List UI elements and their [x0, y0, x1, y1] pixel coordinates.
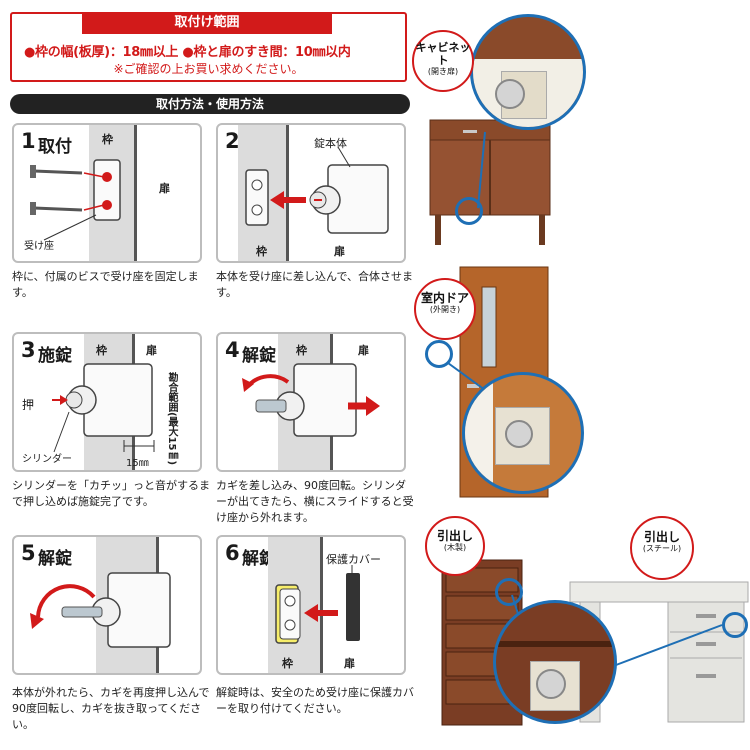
step-6-illustration: [275, 565, 360, 644]
lock-body-label: 錠本体: [314, 137, 347, 150]
protective-cover-label: 保護カバー: [326, 553, 381, 566]
steel-drawer-marker: [722, 612, 748, 638]
mounting-range-spec: ●枠の幅(板厚)：18㎜以上 ●枠と扉のすき間：10㎜以内: [24, 45, 351, 60]
use-type-label: 室内ドア: [420, 291, 469, 305]
step-title: 解錠: [242, 346, 276, 366]
step-1-description: 枠に、付属のビスで受け座を固定します。: [12, 270, 199, 299]
door-lock-marker: [425, 340, 453, 368]
push-label: 押: [22, 398, 35, 412]
frame-label: 枠: [102, 133, 113, 146]
use-subtype-label: (開き扉): [427, 67, 459, 76]
step-1-illustration: [30, 159, 121, 241]
door-label: 扉: [159, 182, 170, 195]
step-title: 解錠: [38, 549, 72, 569]
steel-drawer-use-badge: 引出し (スチール): [630, 516, 694, 580]
frame-label: 枠: [256, 245, 267, 258]
step-title: 施錠: [38, 346, 72, 366]
cabinet-use-badge: キャビネット (開き扉): [412, 30, 474, 92]
frame-gap: [320, 537, 323, 673]
cylinder-label: シリンダー: [22, 454, 72, 465]
door-label: 扉: [146, 344, 157, 357]
frame-label: 枠: [282, 657, 293, 670]
step-1-panel: 1 取付 枠 扉 受け座: [12, 123, 202, 263]
step-number: 1: [21, 129, 36, 153]
drawer-zoom-view: [493, 600, 617, 724]
engagement-range-label: 勘合範囲(最大15㎜): [166, 372, 177, 466]
cabinet-zoom-view: [470, 14, 586, 130]
use-subtype-label: (木製): [443, 543, 467, 552]
step-number: 3: [21, 338, 36, 362]
method-section-header: 取付方法・使用方法: [10, 94, 410, 114]
step-6-description: 解錠時は、安全のため受け座に保護カバーを取り付けてください。: [216, 686, 414, 715]
step-3-description: シリンダーを「カチッ」っと音がするまで押し込めば施錠完了です。: [12, 479, 210, 508]
step-5-illustration: [30, 572, 171, 648]
step-2-description: 本体を受け座に差し込んで、合体させます。: [216, 270, 414, 299]
door-label: 扉: [358, 344, 369, 357]
step-6-panel: 6 解錠時 保護カバー 枠 扉: [216, 535, 406, 675]
step-3-illustration: [52, 363, 155, 453]
door-zoom-view: [462, 372, 584, 494]
use-subtype-label: (スチール): [642, 544, 682, 553]
cabinet-lock-marker: [455, 197, 483, 225]
frame-gap: [286, 125, 289, 261]
use-subtype-label: (外開き): [429, 305, 461, 314]
step-number: 5: [21, 541, 36, 565]
measurement-label: 15㎜: [126, 458, 149, 469]
step-5-description: 本体が外れたら、カギを再度押し込んで90度回転し、カギを抜き取ってください。: [12, 686, 210, 731]
step-5-panel: 5 解錠: [12, 535, 202, 675]
step-title: 取付: [38, 137, 72, 157]
wood-drawer-marker: [495, 578, 523, 606]
door-use-badge: 室内ドア (外開き): [414, 278, 476, 340]
step-4-description: カギを差し込み、90度回転。シリンダーが出てきたら、横にスライドすると受け座から…: [216, 479, 414, 524]
screw-icon: [30, 165, 83, 215]
wood-drawer-use-badge: 引出し (木製): [425, 516, 485, 576]
receiver-label: 受け座: [24, 241, 54, 252]
step-number: 6: [225, 541, 240, 565]
step-3-panel: 3 施錠 枠 扉 押 シリンダー 勘合範囲(最大15㎜) 15㎜: [12, 332, 202, 472]
use-type-label: キャビネット: [415, 41, 471, 67]
frame-label: 枠: [296, 344, 307, 357]
step-2-illustration: [245, 146, 389, 234]
step-4-illustration: [242, 363, 380, 437]
door-label: 扉: [334, 245, 345, 258]
step-2-panel: 2 施錠 錠本体 枠 扉: [216, 123, 406, 263]
frame-label: 枠: [96, 344, 107, 357]
step-number: 2: [225, 129, 240, 153]
use-type-label: 引出し: [436, 529, 473, 543]
step-4-panel: 4 解錠 枠 扉: [216, 332, 406, 472]
mounting-range-box: 取付け範囲 ●枠の幅(板厚)：18㎜以上 ●枠と扉のすき間：10㎜以内 ※ご確認…: [10, 12, 407, 82]
step-number: 4: [225, 338, 240, 362]
mounting-range-title: 取付け範囲: [82, 12, 332, 34]
frame-gap: [134, 125, 137, 261]
use-type-label: 引出し: [643, 530, 680, 544]
door-label: 扉: [344, 657, 355, 670]
mounting-range-note: ※ご確認の上お買い求めください。: [113, 62, 304, 76]
